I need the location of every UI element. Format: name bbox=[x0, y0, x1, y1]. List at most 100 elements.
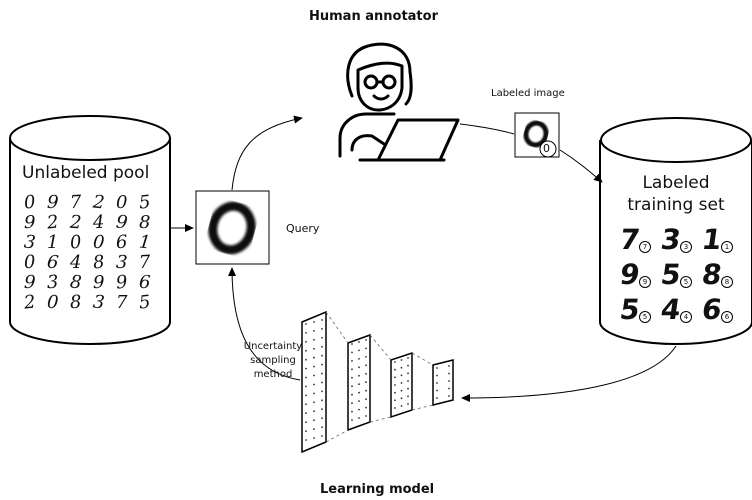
uncertainty-sampling-label: Uncertainty sampling method bbox=[234, 340, 312, 382]
arrow-query-to-annotator bbox=[231, 115, 303, 191]
neuron-dot bbox=[321, 417, 323, 420]
neuron-dot bbox=[407, 380, 409, 382]
neuron-dot bbox=[436, 389, 438, 392]
neuron-dot bbox=[305, 412, 307, 415]
unlabeled-digit: 3 bbox=[46, 271, 59, 294]
labeled-image-label: Labeled image bbox=[491, 88, 565, 99]
unlabeled-digit: 1 bbox=[137, 231, 152, 254]
neuron-dot bbox=[313, 383, 315, 386]
neuron-dot bbox=[321, 336, 323, 339]
neuron-dot bbox=[448, 387, 450, 390]
unlabeled-digit: 5 bbox=[137, 291, 152, 314]
training-digit: 8 bbox=[699, 258, 724, 291]
neuron-dot bbox=[305, 340, 307, 343]
neuron-dot bbox=[394, 407, 396, 409]
neuron-dot bbox=[305, 358, 307, 361]
training-digit: 6 bbox=[699, 293, 724, 326]
uncertainty-line-2: sampling bbox=[250, 355, 296, 366]
neuron-dot bbox=[358, 358, 360, 360]
unlabeled-digit: 9 bbox=[93, 272, 105, 293]
neuron-dot bbox=[448, 365, 450, 367]
neuron-dot bbox=[305, 376, 307, 379]
unlabeled-digit: 9 bbox=[114, 271, 129, 294]
unlabeled-digit: 9 bbox=[23, 271, 36, 294]
neuron-dot bbox=[351, 368, 353, 371]
neuron-dot bbox=[321, 372, 323, 375]
unlabeled-digit: 2 bbox=[45, 211, 60, 234]
neuron-dot bbox=[313, 419, 315, 422]
neuron-dot bbox=[305, 323, 307, 325]
training-label-badge: 3 bbox=[680, 241, 692, 253]
neuron-dot bbox=[313, 410, 315, 413]
labeled-training-set-line-1: Labeled bbox=[642, 173, 710, 193]
neuron-dot bbox=[321, 390, 323, 393]
neuron-dot bbox=[365, 415, 367, 417]
unlabeled-digit: 8 bbox=[139, 212, 151, 233]
neuron-dot bbox=[365, 389, 367, 392]
training-label-badge: 1 bbox=[721, 241, 733, 253]
neuron-dot bbox=[313, 330, 315, 332]
neuron-dot bbox=[394, 376, 396, 379]
arrow-annotator-to-labeled-image bbox=[459, 123, 515, 135]
neuron-dot bbox=[321, 319, 323, 321]
neuron-dot bbox=[305, 430, 307, 432]
neuron-dot bbox=[313, 392, 315, 395]
neuron-dot bbox=[365, 381, 367, 384]
neuron-dot bbox=[407, 364, 409, 367]
neuron-dot bbox=[358, 349, 360, 352]
neuron-dot bbox=[448, 372, 450, 375]
unlabeled-digit: 0 bbox=[68, 231, 83, 254]
unlabeled-digit: 6 bbox=[115, 231, 128, 254]
unlabeled-digit: 4 bbox=[70, 252, 82, 273]
neuron-dot bbox=[313, 321, 315, 323]
neuron-dot bbox=[436, 374, 438, 377]
neuron-dot bbox=[321, 426, 323, 428]
arrow-model-to-query bbox=[228, 267, 301, 381]
neuron-dot bbox=[365, 347, 367, 350]
neuron-dot bbox=[448, 380, 450, 382]
unlabeled-digit: 0 bbox=[116, 192, 128, 213]
training-label-badge: 7 bbox=[639, 241, 651, 253]
unlabeled-digit: 9 bbox=[46, 191, 59, 214]
unlabeled-digit: 0 bbox=[92, 231, 105, 254]
unlabeled-digit: 7 bbox=[69, 191, 82, 214]
training-digit: 4 bbox=[658, 293, 683, 326]
neural-network-icon bbox=[301, 310, 454, 454]
unlabeled-digit: 2 bbox=[91, 191, 106, 214]
labeled-training-set-line-2: training set bbox=[627, 195, 725, 215]
labeled-image-badge: 0 bbox=[543, 142, 550, 155]
neuron-dot bbox=[358, 391, 360, 394]
neuron-dot bbox=[321, 408, 323, 411]
neuron-dot bbox=[394, 368, 396, 371]
labeled-training-set-cylinder bbox=[599, 117, 752, 345]
unlabeled-digit: 3 bbox=[22, 231, 37, 254]
neuron-dot bbox=[351, 419, 353, 421]
neuron-dot bbox=[358, 417, 360, 419]
neuron-dot bbox=[321, 363, 323, 366]
unlabeled-pool-title: Unlabeled pool bbox=[22, 163, 150, 183]
neuron-dot bbox=[365, 364, 367, 367]
neuron-dot bbox=[351, 351, 353, 354]
neuron-dot bbox=[321, 345, 323, 348]
unlabeled-digit: 9 bbox=[24, 212, 36, 233]
training-digit: 1 bbox=[699, 223, 724, 256]
unlabeled-digit: 0 bbox=[46, 291, 59, 314]
neuron-dot bbox=[313, 401, 315, 404]
unlabeled-digit: 0 bbox=[23, 251, 36, 274]
neuron-dot bbox=[351, 385, 353, 388]
neuron-dot bbox=[358, 366, 360, 369]
neuron-dot bbox=[394, 361, 396, 363]
neuron-dot bbox=[313, 365, 315, 368]
neuron-dot bbox=[313, 374, 315, 377]
unlabeled-digit: 8 bbox=[68, 271, 83, 294]
neuron-dot bbox=[321, 328, 323, 330]
neuron-dot bbox=[358, 374, 360, 377]
neuron-dot bbox=[394, 391, 396, 394]
neuron-dot bbox=[436, 382, 438, 384]
neuron-dot bbox=[358, 400, 360, 402]
neuron-dot bbox=[321, 399, 323, 402]
unlabeled-digit: 3 bbox=[115, 251, 128, 274]
neuron-dot bbox=[321, 435, 323, 437]
neuron-dot bbox=[407, 395, 409, 398]
neuron-dot bbox=[448, 395, 450, 397]
